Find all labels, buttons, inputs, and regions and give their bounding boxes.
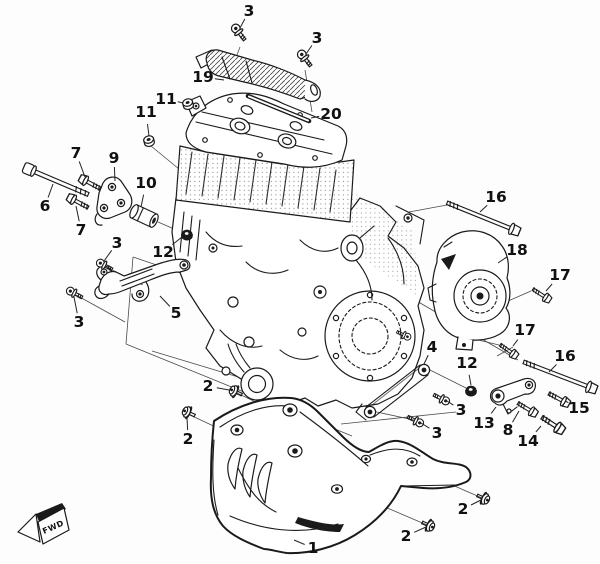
leader-line-19	[214, 78, 225, 81]
callout-16: 16	[485, 188, 507, 206]
leader-line-13	[490, 406, 497, 414]
callout-5: 5	[171, 304, 182, 322]
callout-7: 7	[71, 144, 82, 162]
callout-3: 3	[112, 234, 123, 252]
leader-line-3	[420, 422, 430, 429]
callout-17: 17	[549, 266, 571, 284]
leader-line-16	[479, 204, 488, 213]
leader-line-11	[147, 123, 150, 137]
callout-2: 2	[183, 430, 194, 448]
bolt-3-right-upper	[431, 390, 452, 408]
part-9-mount-plate	[94, 176, 133, 226]
bolt-3-top-right	[294, 47, 316, 70]
callout-1: 1	[308, 539, 319, 557]
bolt-2-b	[179, 403, 199, 422]
leader-line-20	[310, 115, 320, 119]
leader-line-17	[545, 283, 553, 292]
part-1-skid-plate	[209, 396, 472, 555]
leader-line-7	[78, 161, 86, 178]
fasteners	[21, 21, 600, 535]
nut-11-left	[142, 134, 156, 149]
leader-line-16	[548, 364, 557, 373]
callout-3: 3	[74, 313, 85, 331]
part-18-cover	[427, 230, 511, 351]
leader-line-2	[186, 416, 189, 431]
leader-line-12	[468, 374, 472, 386]
nut-12-right	[465, 385, 477, 397]
part-20-rod	[245, 93, 312, 124]
callout-7: 7	[76, 221, 87, 239]
bolt-17-upper	[529, 284, 554, 305]
part-19-bracket	[195, 49, 321, 102]
leader-line-3	[103, 250, 113, 262]
leader-line-9	[113, 166, 116, 182]
leader-line-3	[73, 296, 78, 314]
leader-line-11	[177, 101, 184, 104]
callout-15: 15	[568, 399, 590, 417]
leader-line-3	[239, 18, 246, 29]
callout-18: 18	[506, 241, 528, 259]
leader-line-1	[293, 539, 305, 545]
callout-11: 11	[155, 90, 177, 108]
bolt-2-d	[473, 489, 493, 508]
callout-16: 16	[554, 347, 576, 365]
part-5-engine-mount-bracket	[94, 258, 191, 302]
callout-8: 8	[503, 421, 514, 439]
callout-3: 3	[432, 424, 443, 442]
leader-line-3	[305, 45, 313, 55]
callout-2: 2	[458, 500, 469, 518]
bolt-7-lower	[64, 191, 92, 213]
leader-line-5	[159, 295, 171, 307]
engine-assembly-illustration	[171, 92, 425, 409]
callout-3: 3	[456, 401, 467, 419]
bolt-6	[21, 162, 90, 197]
part-10-bushing	[129, 204, 159, 228]
callout-19: 19	[192, 68, 214, 86]
callout-12: 12	[152, 243, 174, 261]
callout-10: 10	[135, 174, 157, 192]
leader-line-15	[564, 400, 569, 404]
bolt-3-right-lower	[405, 412, 426, 430]
callout-11: 11	[135, 103, 157, 121]
callout-20: 20	[320, 105, 342, 123]
nut-12-left	[181, 229, 193, 241]
bolt-16-upper	[444, 196, 523, 239]
construction-lines	[75, 46, 532, 526]
leader-line-8	[512, 410, 520, 423]
part-4-bracket-strap	[355, 363, 431, 421]
callout-6: 6	[40, 197, 51, 215]
bolt-17-lower	[496, 340, 521, 361]
callout-12: 12	[456, 354, 478, 372]
leader-line-3	[446, 400, 454, 406]
callout-13: 13	[473, 414, 495, 432]
leader-line-6	[47, 183, 54, 198]
callout-9: 9	[109, 149, 120, 167]
leader-line-2	[470, 499, 482, 506]
bolt-14	[538, 411, 568, 437]
callout-4: 4	[427, 338, 438, 356]
leader-line-7	[75, 205, 80, 222]
leader-line-2	[413, 526, 427, 533]
leader-line-17	[512, 339, 519, 347]
leader-line-12	[172, 236, 183, 245]
part-13-link-bracket	[489, 377, 536, 415]
callout-3: 3	[312, 29, 323, 47]
leader-line-4	[423, 354, 429, 365]
callout-14: 14	[517, 432, 539, 450]
leader-line-18	[497, 256, 508, 264]
leader-line-10	[140, 194, 145, 208]
callout-2: 2	[401, 527, 412, 545]
callout-2: 2	[203, 377, 214, 395]
callout-17: 17	[514, 321, 536, 339]
bolt-2-c	[418, 516, 438, 535]
bolt-8	[514, 398, 540, 420]
bolt-3-top-left	[228, 21, 250, 44]
fwd-direction-marker: FWD	[17, 503, 70, 545]
leader-line-2	[216, 387, 230, 391]
leader-line-14	[535, 425, 542, 433]
callout-3: 3	[244, 2, 255, 20]
